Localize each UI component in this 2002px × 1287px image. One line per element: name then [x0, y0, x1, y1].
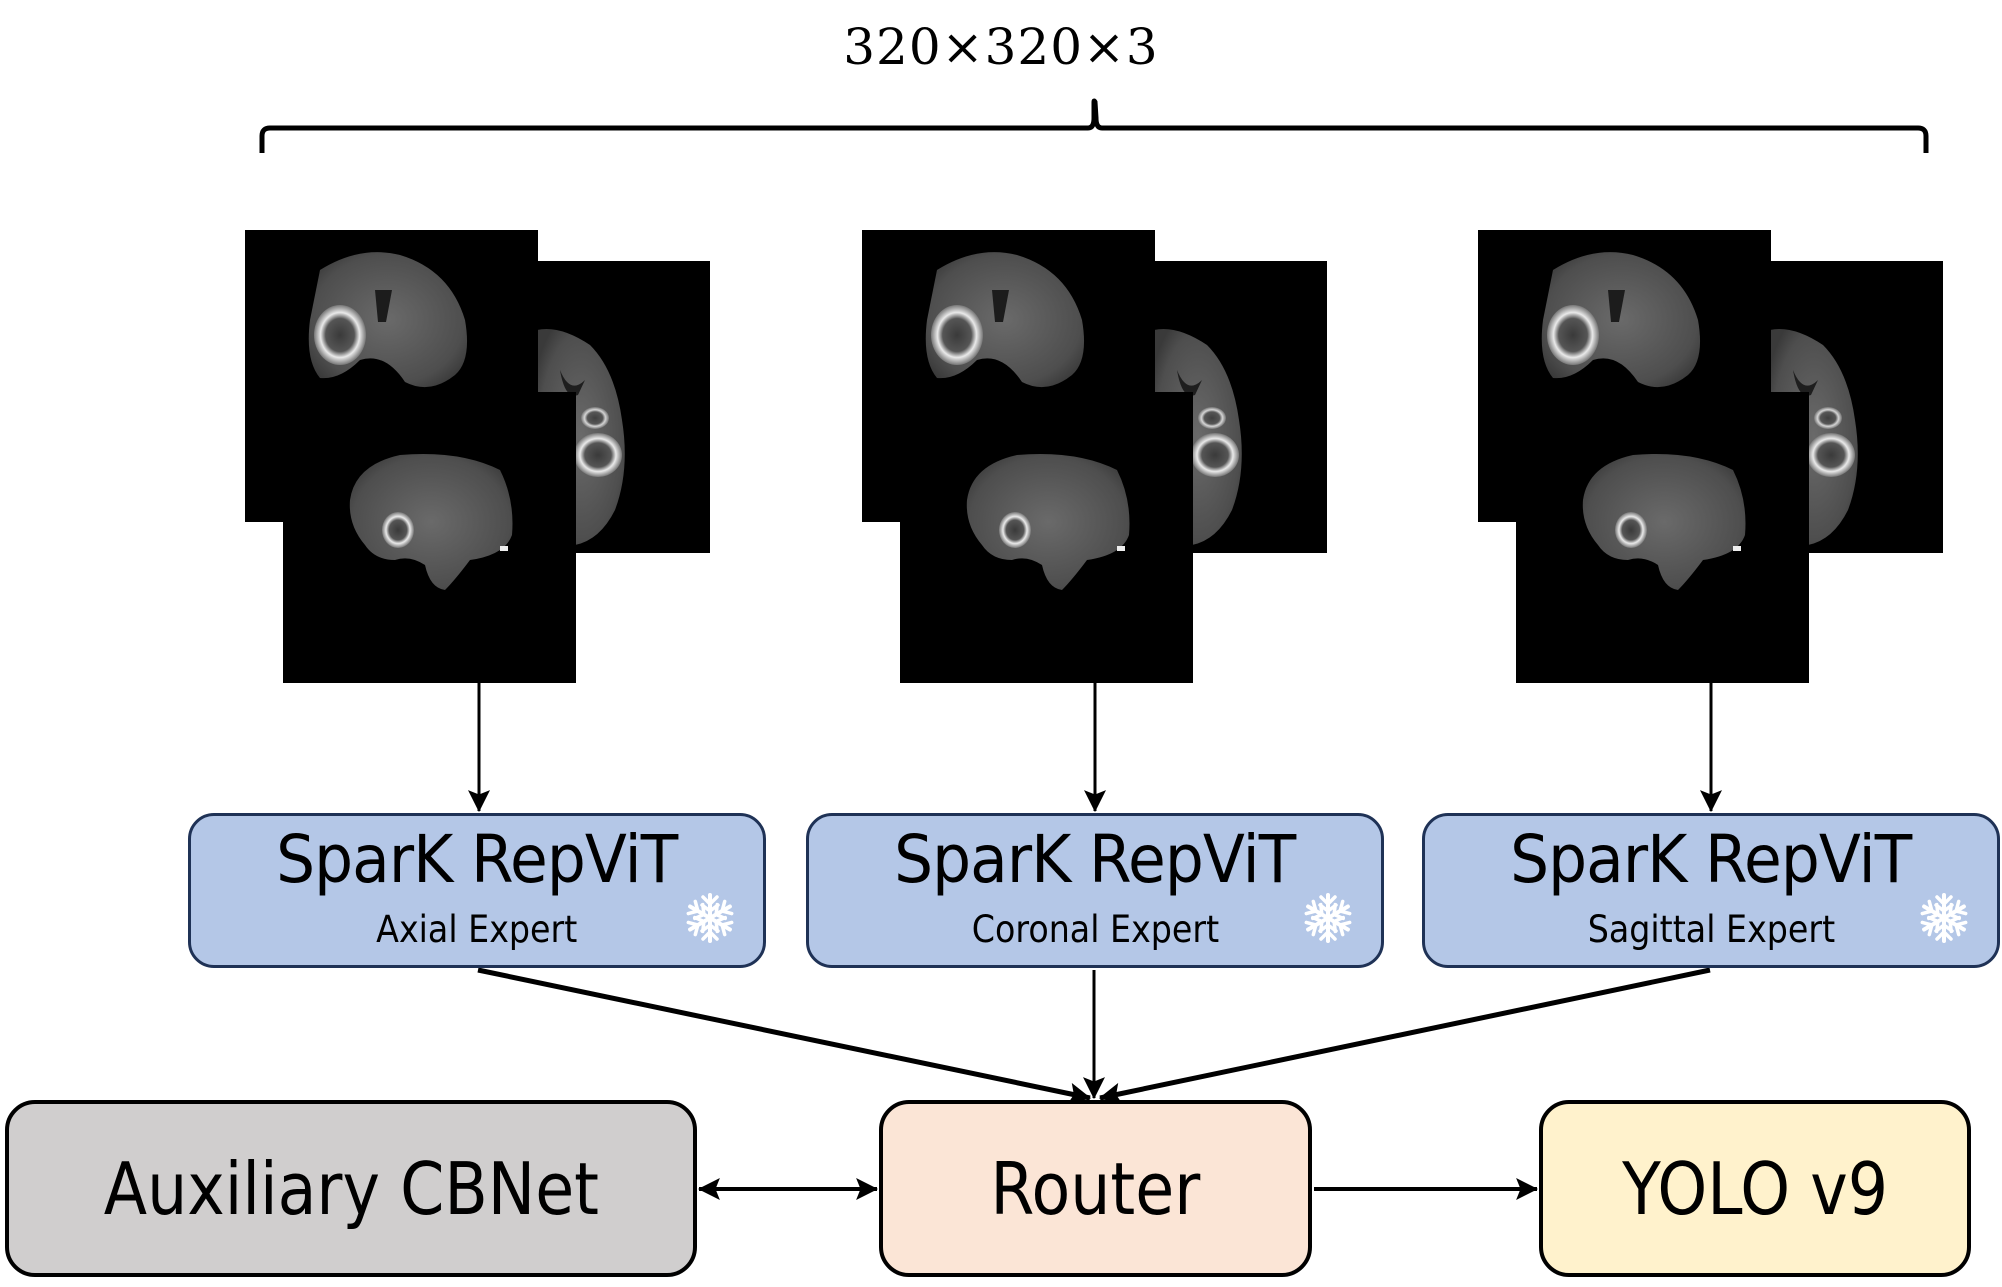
mri-slice-sagittal [283, 392, 576, 683]
arrow-sagittal-to-router [1098, 967, 1711, 1105]
yolo-box: YOLO v9 [1539, 1100, 1971, 1277]
mri-image-stack-2 [862, 230, 1327, 683]
auxiliary-label: Auxiliary CBNet [103, 1146, 599, 1231]
expert-title: SparK RepViT [276, 821, 678, 898]
mri-image-stack-1 [245, 230, 710, 683]
arrow-axial-to-router [477, 967, 1092, 1105]
expert-subtitle: Sagittal Expert [1587, 908, 1835, 951]
mri-slice-sagittal [1516, 392, 1809, 683]
input-shape-label: 320×320×3 [843, 18, 1159, 76]
expert-title: SparK RepViT [894, 821, 1296, 898]
auxiliary-cbnet-box: Auxiliary CBNet [5, 1100, 697, 1277]
snowflake-icon [1920, 893, 1968, 943]
router-label: Router [990, 1146, 1201, 1231]
mri-image-stack-3 [1478, 230, 1943, 683]
router-box: Router [879, 1100, 1312, 1277]
expert-sagittal: SparK RepViT Sagittal Expert [1422, 813, 2000, 968]
snowflake-icon [686, 893, 734, 943]
expert-subtitle: Coronal Expert [971, 908, 1219, 951]
mri-slice-sagittal [900, 392, 1193, 683]
expert-coronal: SparK RepViT Coronal Expert [806, 813, 1384, 968]
expert-axial: SparK RepViT Axial Expert [188, 813, 766, 968]
dimension-brace [259, 98, 1929, 153]
expert-title: SparK RepViT [1510, 821, 1912, 898]
expert-subtitle: Axial Expert [376, 908, 578, 951]
yolo-label: YOLO v9 [1622, 1146, 1888, 1231]
snowflake-icon [1304, 893, 1352, 943]
